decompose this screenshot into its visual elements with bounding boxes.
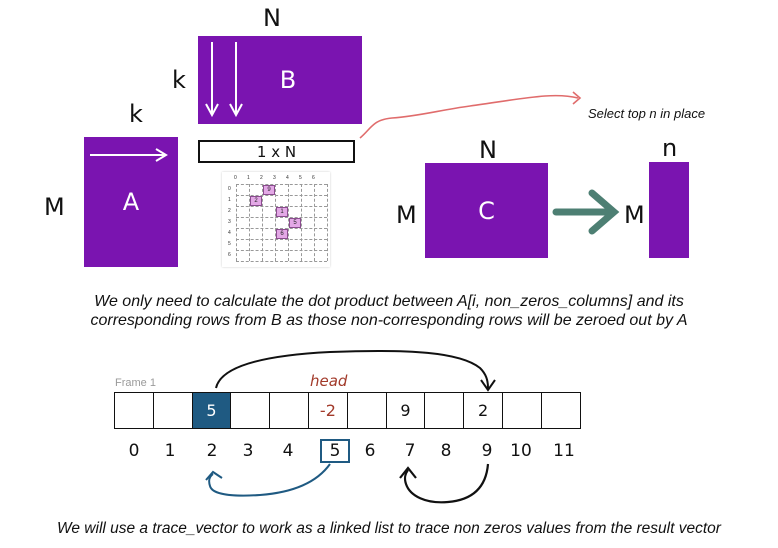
row-vector-box: 1 x N — [198, 140, 355, 163]
select-top-n-note: Select top n in place — [588, 106, 706, 121]
select-note-arrow — [359, 94, 579, 139]
grid-vline — [288, 184, 289, 261]
trace-index-4: 4 — [282, 441, 294, 461]
head-label: head — [310, 372, 348, 390]
a-right-arrow — [90, 148, 168, 162]
b-dim-left-label: k — [172, 66, 186, 94]
grid-hline — [236, 250, 327, 251]
c-dim-top-label: N — [479, 136, 497, 164]
row-vector-label: 1 x N — [256, 142, 297, 161]
grid-row-tick: 5 — [228, 241, 231, 247]
grid-nonzero-cell: 9 — [263, 185, 275, 195]
grid-col-tick: 6 — [312, 175, 315, 181]
trace-index-5: 5 — [320, 439, 350, 463]
grid-row-tick: 1 — [228, 197, 231, 203]
result-dim-left-label: M — [624, 201, 645, 229]
grid-row-tick: 4 — [228, 230, 231, 236]
matrix-result — [649, 162, 689, 258]
grid-nonzero-cell: 6 — [276, 229, 288, 239]
matrix-c-label: C — [478, 196, 495, 225]
grid-hline — [236, 195, 327, 196]
matrix-b: B — [198, 36, 362, 124]
matrix-a: A — [84, 137, 178, 267]
trace-index-11: 11 — [553, 441, 575, 461]
trace-cell-5: -2 — [308, 392, 348, 429]
b-down-arrows — [205, 42, 243, 118]
grid-vline — [314, 184, 315, 261]
a-dim-top-label: k — [129, 100, 143, 128]
trace-cell-10 — [502, 392, 542, 429]
explanation-line-1: We only need to calculate the dot produc… — [94, 293, 684, 310]
trace-index-8: 8 — [440, 441, 452, 461]
grid-hline — [236, 228, 327, 229]
link-arrow-blue — [208, 463, 331, 497]
grid-vline — [262, 184, 263, 261]
b-dim-top-label: N — [263, 4, 281, 32]
trace-index-0: 0 — [128, 441, 140, 461]
grid-vline — [275, 184, 276, 261]
grid-vline — [301, 184, 302, 261]
frame-label: Frame 1 — [115, 377, 156, 389]
trace-index-10: 10 — [510, 441, 532, 461]
trace-index-6: 6 — [364, 441, 376, 461]
a-dim-left-label: M — [44, 193, 65, 221]
matrix-c: C — [425, 163, 548, 258]
grid-col-tick: 5 — [299, 175, 302, 181]
grid-col-tick: 3 — [273, 175, 276, 181]
trace-index-7: 7 — [404, 441, 416, 461]
grid-row-tick: 0 — [228, 186, 231, 192]
grid-hline — [236, 239, 327, 240]
grid-vline — [327, 184, 328, 261]
grid-row-tick: 2 — [228, 208, 231, 214]
trace-cell-4 — [269, 392, 309, 429]
trace-cell-11 — [540, 392, 581, 429]
link-arrow-black — [403, 463, 490, 504]
bottom-explanation: We will use a trace_vector to work as a … — [57, 520, 721, 537]
explanation-line-2: corresponding rows from B as those non-c… — [90, 312, 688, 329]
grid-row-tick: 6 — [228, 252, 231, 258]
grid-vline — [249, 184, 250, 261]
grid-col-tick: 0 — [234, 175, 237, 181]
grid-hline — [236, 261, 327, 262]
grid-hline — [236, 217, 327, 218]
trace-cell-8 — [424, 392, 465, 429]
result-dim-top-label: n — [662, 134, 678, 162]
grid-nonzero-cell: 5 — [289, 218, 301, 228]
grid-vline — [236, 184, 237, 261]
grid-row-tick: 3 — [228, 219, 231, 225]
trace-cell-3 — [230, 392, 271, 429]
grid-nonzero-cell: 2 — [250, 196, 262, 206]
trace-index-9: 9 — [481, 441, 493, 461]
grid-col-tick: 1 — [247, 175, 250, 181]
link-arc-top — [215, 349, 489, 389]
grid-col-tick: 4 — [286, 175, 289, 181]
grid-nonzero-cell: 1 — [276, 207, 288, 217]
grid-hline — [236, 184, 327, 185]
c-to-result-arrow — [552, 189, 620, 235]
matrix-a-label: A — [122, 188, 140, 216]
trace-index-3: 3 — [242, 441, 254, 461]
grid-hline — [236, 206, 327, 207]
trace-index-1: 1 — [164, 441, 176, 461]
trace-index-2: 2 — [206, 441, 218, 461]
c-dim-left-label: M — [396, 201, 417, 229]
grid-col-tick: 2 — [260, 175, 263, 181]
matrix-b-label: B — [279, 66, 297, 94]
